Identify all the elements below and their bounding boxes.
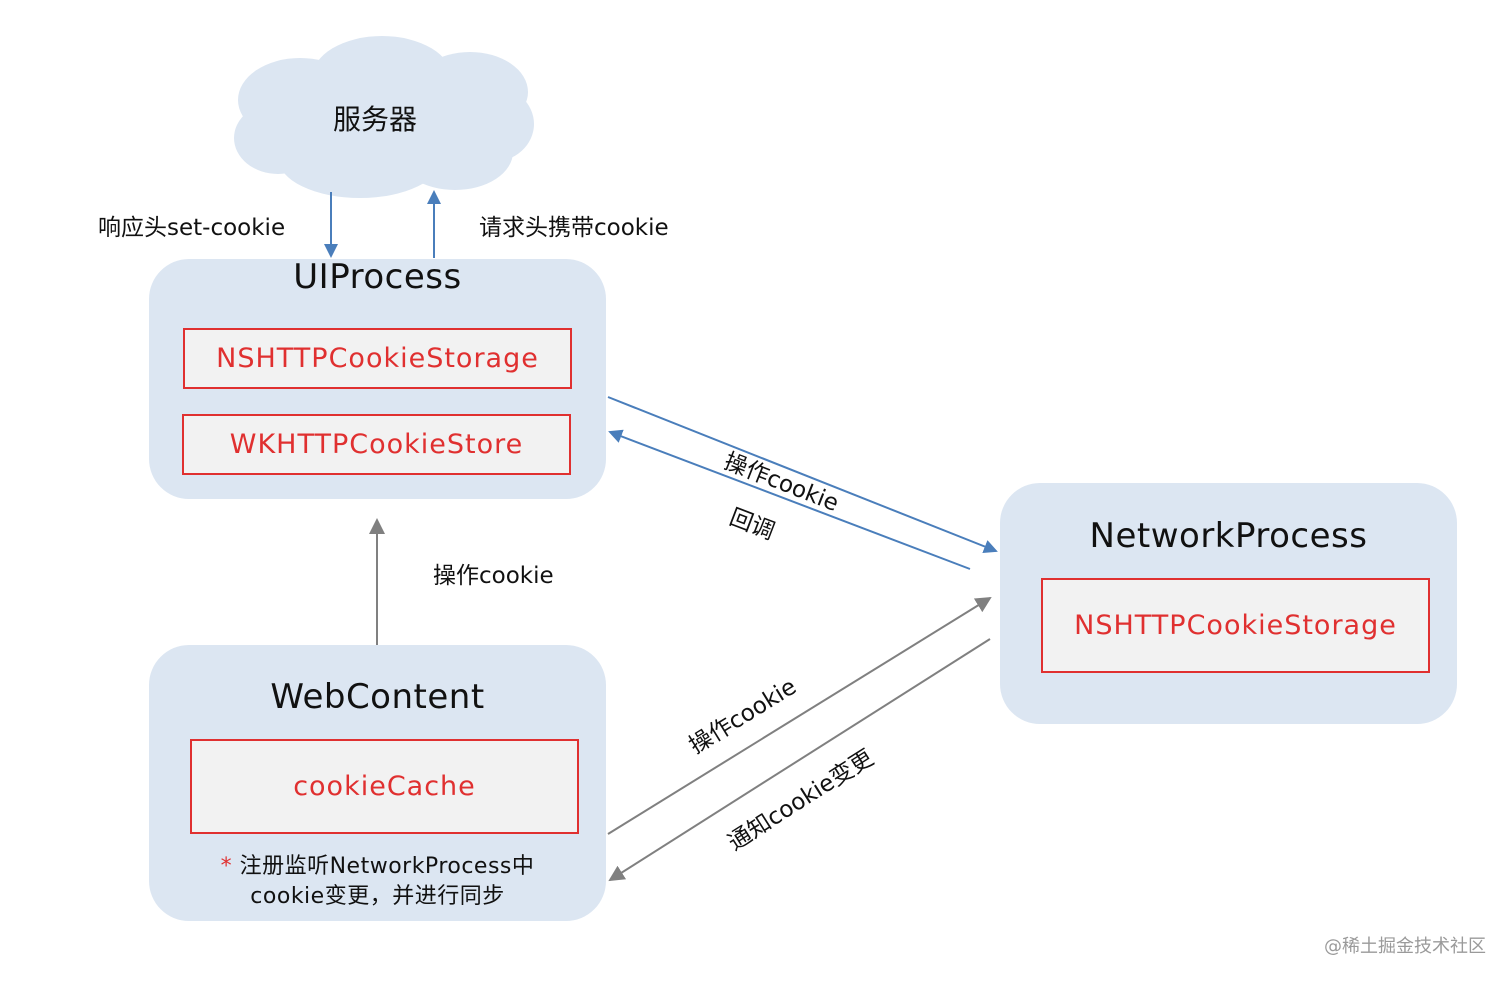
- uiprocess-title: UIProcess: [293, 257, 462, 297]
- note-asterisk: *: [220, 854, 233, 879]
- edge-label-webcontent-to-ui: 操作cookie: [433, 563, 554, 589]
- uiprocess-store-nshttpcookiestorage: NSHTTPCookieStorage: [183, 328, 572, 389]
- arrow-networkprocess-to-uiprocess: [608, 429, 971, 570]
- uiprocess-box: UIProcess NSHTTPCookieStorage WKHTTPCook…: [149, 257, 606, 499]
- networkprocess-store-nshttpcookiestorage: NSHTTPCookieStorage: [1041, 578, 1430, 673]
- response-header-label: 响应头set-cookie: [98, 215, 286, 241]
- server-cloud-shape: [234, 36, 534, 198]
- webcontent-note: * 注册监听NetworkProcess中 cookie变更，并进行同步: [149, 852, 606, 912]
- networkprocess-title: NetworkProcess: [1089, 516, 1368, 556]
- server-label: 服务器: [332, 103, 417, 136]
- webcontent-note-line1: * 注册监听NetworkProcess中: [149, 852, 606, 882]
- arrow-networkprocess-to-webcontent: [608, 638, 991, 882]
- webcontent-note-line2: cookie变更，并进行同步: [250, 884, 505, 909]
- uiprocess-store-wkhttpcookiestore: WKHTTPCookieStore: [182, 414, 571, 475]
- arrow-uiprocess-to-networkprocess: [607, 396, 998, 554]
- webcontent-title: WebContent: [270, 677, 485, 717]
- webcontent-box: WebContent cookieCache * 注册监听NetworkProc…: [149, 645, 606, 921]
- request-header-label: 请求头携带cookie: [479, 215, 669, 241]
- networkprocess-box: NetworkProcess NSHTTPCookieStorage: [1000, 483, 1457, 724]
- arrow-webcontent-to-networkprocess: [607, 596, 992, 835]
- webcontent-store-cookiecache: cookieCache: [190, 739, 579, 834]
- watermark: @稀土掘金技术社区: [1324, 936, 1486, 957]
- note-line1-text: 注册监听NetworkProcess中: [239, 854, 535, 879]
